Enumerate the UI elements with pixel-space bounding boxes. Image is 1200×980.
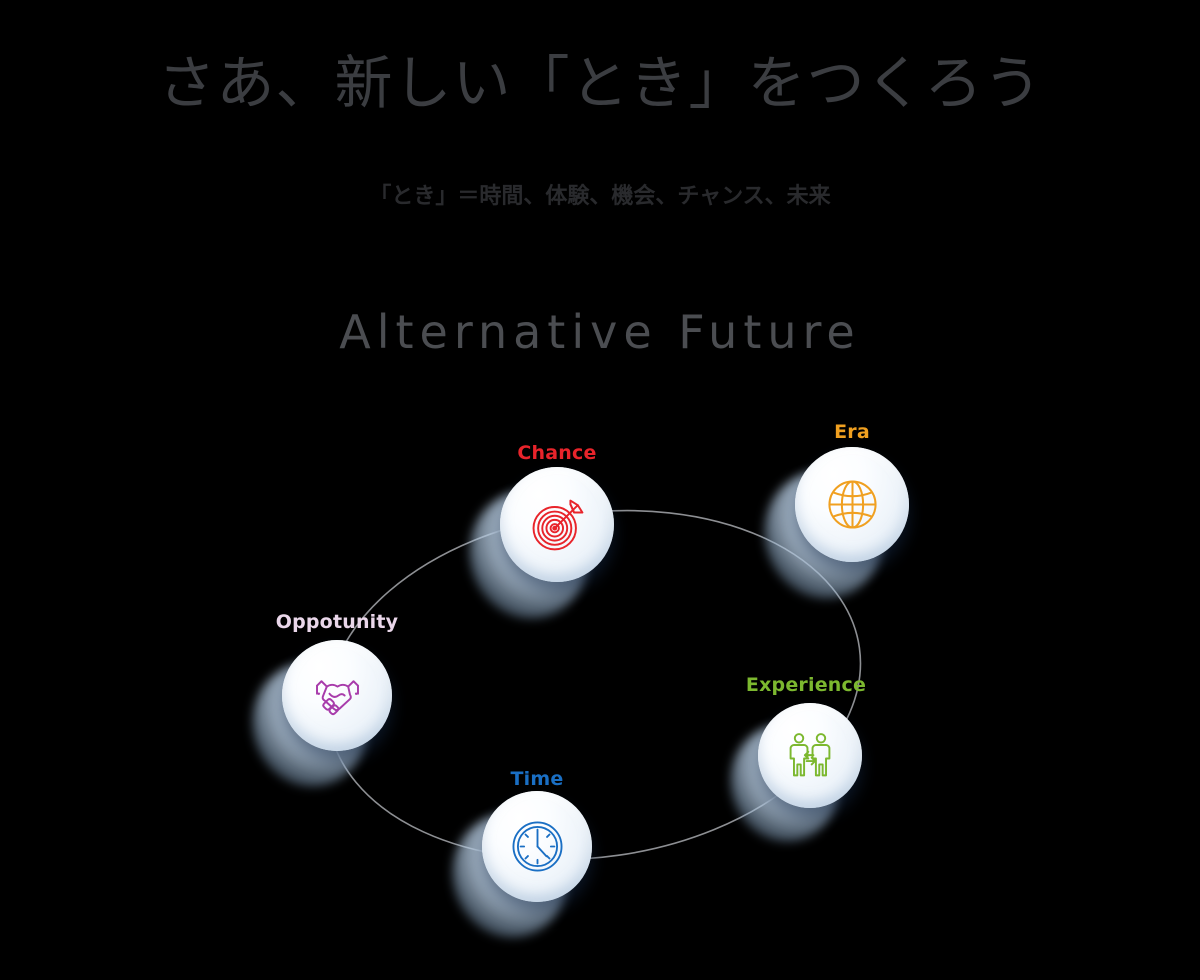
node-label-era: Era bbox=[834, 421, 870, 443]
ring-connector-path bbox=[326, 509, 862, 861]
node-label-experience: Experience bbox=[745, 674, 867, 696]
handshake-icon bbox=[309, 667, 366, 724]
two-people-exchange-icon bbox=[783, 729, 837, 783]
node-label-oppotunity: Oppotunity bbox=[275, 611, 399, 633]
globe-grid-icon bbox=[823, 475, 882, 534]
node-disc-chance[interactable] bbox=[500, 467, 614, 583]
node-label-time: Time bbox=[510, 768, 564, 790]
page-subtitle: 「とき」＝時間、体験、機会、チャンス、未来 bbox=[369, 184, 831, 209]
section-title: Alternative Future bbox=[339, 305, 861, 359]
node-disc-time[interactable] bbox=[482, 791, 592, 903]
target-dartboard-icon bbox=[528, 495, 587, 554]
node-disc-oppotunity[interactable] bbox=[282, 640, 392, 752]
node-disc-era[interactable] bbox=[795, 447, 909, 563]
clock-icon bbox=[509, 818, 566, 875]
node-disc-experience[interactable] bbox=[758, 703, 862, 809]
page-title: さあ、新しい「とき」をつくろう bbox=[157, 49, 1043, 117]
node-label-chance: Chance bbox=[517, 442, 597, 464]
